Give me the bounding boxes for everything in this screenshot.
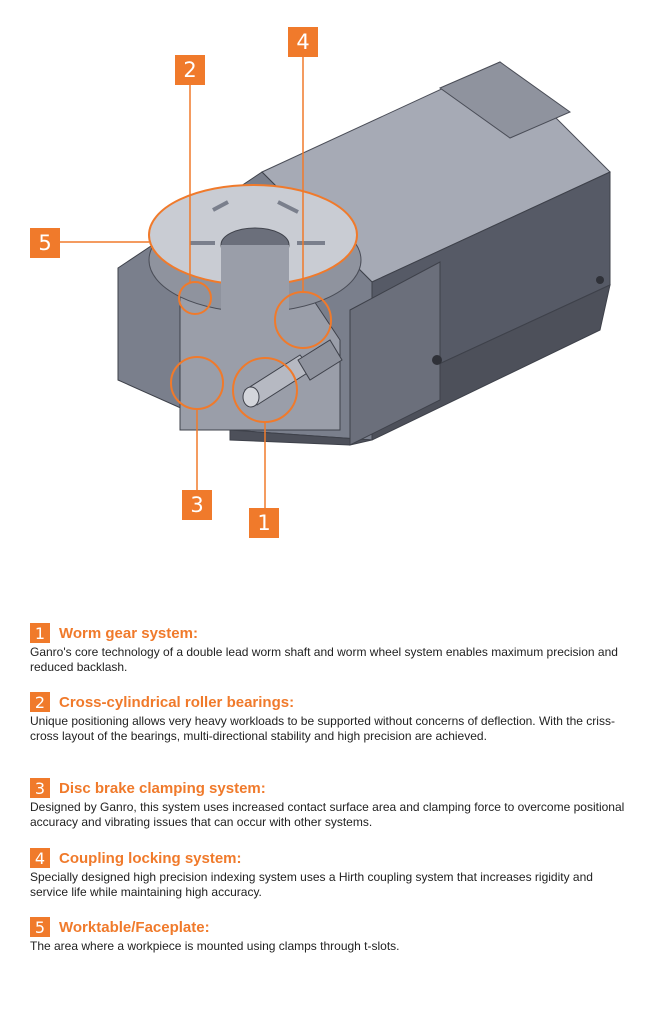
legend-description: Specially designed high precision indexi… — [30, 870, 593, 899]
t-slot — [212, 200, 229, 212]
side-hole — [596, 276, 604, 284]
t-slot — [277, 200, 299, 214]
legend-title: Disc brake clamping system: — [59, 779, 266, 797]
legend-title: Worktable/Faceplate: — [59, 918, 210, 936]
legend-title: Cross-cylindrical roller bearings: — [59, 693, 295, 711]
rear-plate — [438, 61, 572, 139]
legend-title: Worm gear system: — [59, 624, 198, 642]
legend-description: Ganro's core technology of a double lead… — [30, 645, 618, 674]
callout-badge-2: 2 — [175, 55, 205, 85]
legend-number: 3 — [30, 778, 50, 798]
rotary-table-illustration — [60, 55, 611, 508]
legend-description: Designed by Ganro, this system uses incr… — [30, 800, 625, 829]
legend-item-coupling-locking: 4 Coupling locking system: Specially des… — [30, 847, 630, 900]
callout-badge-4: 4 — [288, 27, 318, 57]
legend-item-worm-gear: 1 Worm gear system: Ganro's core technol… — [30, 622, 630, 675]
callout-badge-1: 1 — [249, 508, 279, 538]
legend-description: The area where a workpiece is mounted us… — [30, 939, 400, 953]
callout-badge-3: 3 — [182, 490, 212, 520]
rotary-table-cutaway-diagram: 1 2 3 4 5 — [30, 27, 611, 538]
end-cap — [349, 261, 441, 446]
legend-title: Coupling locking system: — [59, 849, 242, 867]
worm-shaft — [242, 339, 343, 408]
callout-badge-5: 5 — [30, 228, 60, 258]
legend-number: 2 — [30, 692, 50, 712]
bore-wall — [221, 245, 289, 355]
legend-number: 1 — [30, 623, 50, 643]
highlight-circle-bearing — [178, 281, 212, 315]
legend-item-worktable: 5 Worktable/Faceplate: The area where a … — [30, 916, 630, 954]
legend-item-roller-bearings: 2 Cross-cylindrical roller bearings: Uni… — [30, 691, 630, 744]
legend-number: 4 — [30, 848, 50, 868]
legend-description: Unique positioning allows very heavy wor… — [30, 714, 615, 743]
legend-item-disc-brake: 3 Disc brake clamping system: Designed b… — [30, 777, 630, 830]
legend-number: 5 — [30, 917, 50, 937]
end-cap-hole — [432, 355, 442, 365]
